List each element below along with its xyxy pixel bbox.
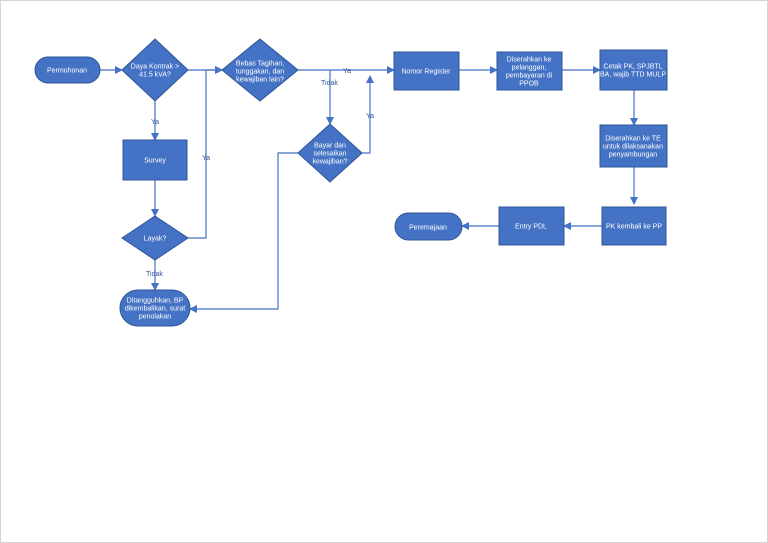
- label-clear-yes: Ya: [343, 68, 351, 75]
- edge-feasible-yes-to-clear: [188, 66, 223, 239]
- survey-label: Survey: [144, 158, 166, 165]
- handover-customer-line: pembayaran di: [506, 73, 553, 80]
- edge-labels: Ya Ya Tidak Ya Tidak Ya: [146, 68, 374, 278]
- decision-clear-diamond[interactable]: [221, 38, 299, 102]
- label-pay-yes: Ya: [366, 113, 374, 120]
- label-power-yes: Ya: [151, 119, 159, 126]
- label-clear-no: Tidak: [321, 80, 338, 87]
- edge-pay-no-to-rejected: [189, 152, 298, 313]
- entry-pdl-label: Entry PDL: [515, 224, 547, 231]
- start-line: Permohonan: [47, 68, 87, 75]
- connectors: [100, 66, 638, 313]
- decision-power-line: Daya Kontrak >: [131, 64, 179, 71]
- start-terminator[interactable]: [34, 56, 101, 84]
- end-label: Peremajaan: [409, 225, 447, 232]
- entry-pdl-process[interactable]: [498, 206, 565, 246]
- rejected-line: dikembalikan, surat: [125, 306, 185, 313]
- rejected-line: penolakan: [139, 314, 171, 321]
- print-docs-process[interactable]: [599, 49, 668, 91]
- shapes: [34, 38, 668, 327]
- pk-return-line: PK kembali ke PP: [606, 224, 662, 231]
- register-label: Nomor Register: [401, 69, 451, 76]
- handover-customer-line: pelanggan,: [512, 65, 547, 72]
- start-label: Permohonan: [47, 68, 87, 75]
- decision-power-label: Daya Kontrak >41.5 kVA?: [131, 64, 179, 79]
- decision-clear-line: tunggakan, dan: [236, 69, 284, 76]
- decision-pay-line: kewajiban?: [312, 159, 347, 166]
- rejected-line: Ditangguhkan, BP: [127, 298, 184, 305]
- decision-power-line: 41.5 kVA?: [139, 72, 171, 79]
- handover-te-line: penyambungan: [609, 152, 657, 159]
- label-feasible-yes: Ya: [202, 155, 210, 162]
- pk-return-label: PK kembali ke PP: [606, 224, 662, 231]
- rejected-terminator[interactable]: [119, 289, 191, 327]
- decision-power-diamond[interactable]: [121, 38, 189, 102]
- handover-customer-line: Diserahkan ke: [507, 57, 552, 64]
- label-feasible-no: Tidak: [146, 271, 163, 278]
- print-docs-line: Cetak PK, SPJBTL: [603, 64, 662, 71]
- pk-return-process[interactable]: [601, 206, 667, 246]
- handover-customer-line: PPOB: [519, 81, 539, 88]
- survey-process[interactable]: [122, 139, 188, 181]
- edge-pay-yes-to-register: [362, 75, 374, 154]
- handover-te-process[interactable]: [599, 124, 668, 168]
- shape-labels: Permohonan Daya Kontrak >41.5 kVA? Surve…: [47, 57, 666, 321]
- handover-customer-process[interactable]: [496, 51, 563, 91]
- decision-pay-line: Bayar dan: [314, 143, 346, 150]
- decision-clear-line: Bebas Tagihan,: [236, 61, 284, 68]
- end-terminator[interactable]: [394, 212, 463, 241]
- print-docs-line: BA, wajib TTD MULP: [600, 72, 666, 79]
- entry-pdl-line: Entry PDL: [515, 224, 547, 231]
- handover-te-line: untuk dilaksanakan: [603, 144, 663, 151]
- register-process[interactable]: [393, 51, 460, 91]
- survey-line: Survey: [144, 158, 166, 165]
- decision-pay-line: selesaikan: [313, 151, 346, 158]
- register-line: Nomor Register: [401, 69, 451, 76]
- decision-clear-line: kewajiban lain?: [236, 77, 284, 84]
- end-line: Peremajaan: [409, 225, 447, 232]
- decision-pay-diamond[interactable]: [297, 123, 363, 183]
- decision-feasible-label: Layak?: [144, 236, 167, 243]
- decision-feasible-line: Layak?: [144, 236, 167, 243]
- handover-te-line: Diserahkan ke TE: [605, 136, 661, 143]
- decision-feasible-diamond[interactable]: [121, 215, 189, 261]
